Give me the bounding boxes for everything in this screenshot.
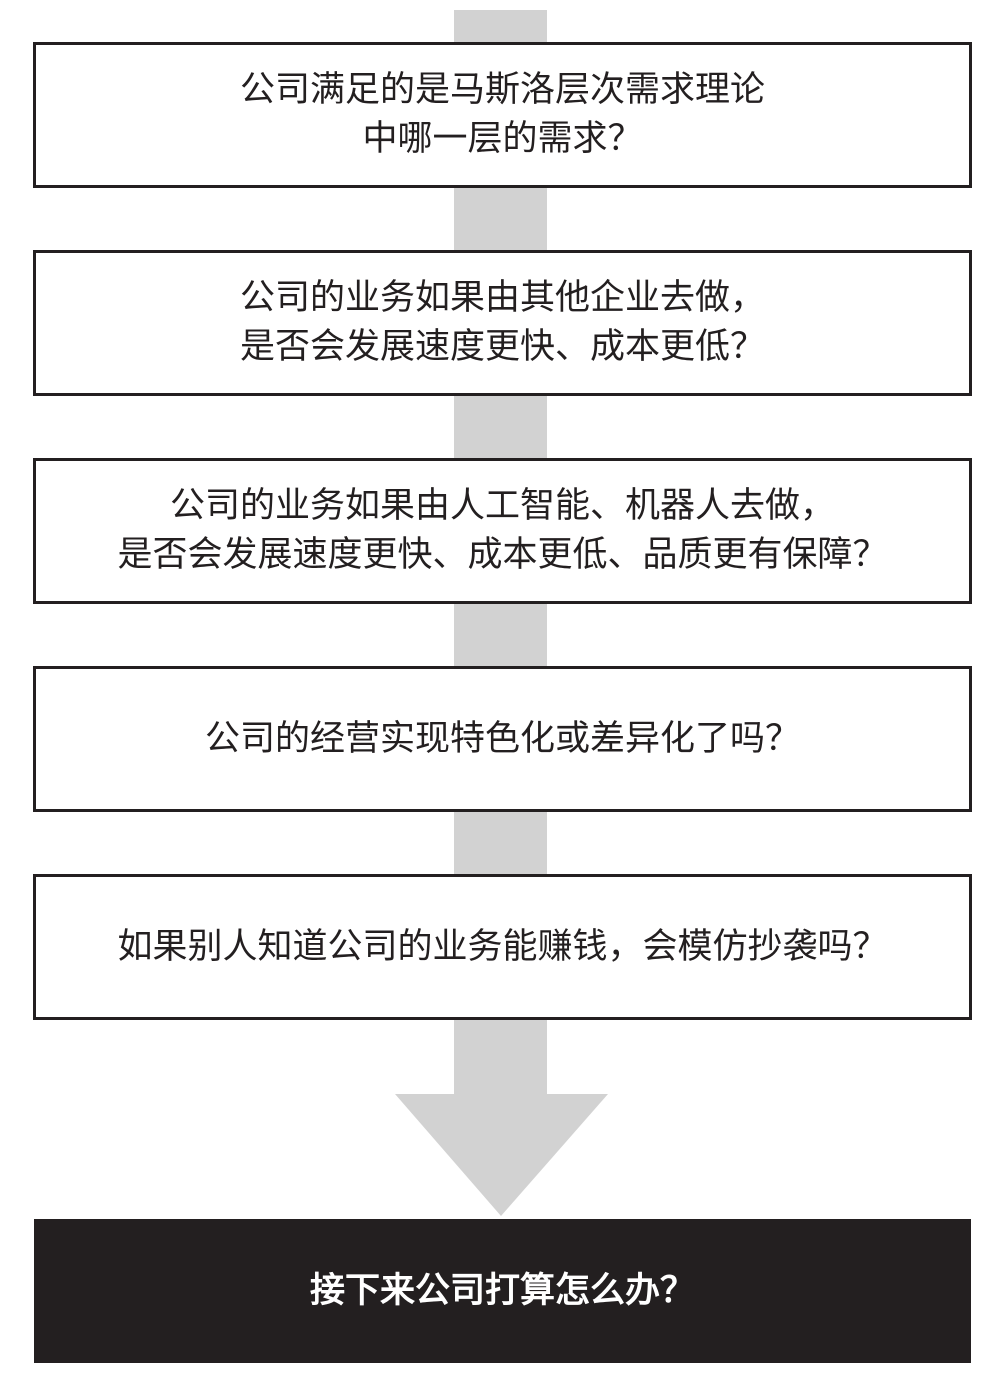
question-box-4: 公司的经营实现特色化或差异化了吗？: [33, 666, 972, 812]
question-text-4: 公司的经营实现特色化或差异化了吗？: [205, 715, 800, 764]
question-2-line-1: 公司的业务如果由其他企业去做，: [239, 278, 765, 318]
question-box-2: 公司的业务如果由其他企业去做， 是否会发展速度更快、成本更低？: [33, 250, 972, 396]
question-box-3: 公司的业务如果由人工智能、机器人去做， 是否会发展速度更快、成本更低、品质更有保…: [33, 458, 972, 604]
question-box-5: 如果别人知道公司的业务能赚钱，会模仿抄袭吗？: [33, 874, 972, 1020]
question-3-line-2: 是否会发展速度更快、成本更低、品质更有保障？: [117, 535, 888, 575]
question-4-line-1: 公司的经营实现特色化或差异化了吗？: [204, 718, 800, 759]
conclusion-box: 接下来公司打算怎么办？: [34, 1219, 971, 1363]
question-1-line-2: 中哪一层的需求？: [362, 119, 643, 159]
question-3-line-1: 公司的业务如果由人工智能、机器人去做，: [169, 486, 835, 526]
question-text-1: 公司满足的是马斯洛层次需求理论 中哪一层的需求？: [240, 66, 765, 164]
question-text-2: 公司的业务如果由其他企业去做， 是否会发展速度更快、成本更低？: [240, 274, 765, 372]
question-2-line-2: 是否会发展速度更快、成本更低？: [239, 327, 765, 367]
question-box-1: 公司满足的是马斯洛层次需求理论 中哪一层的需求？: [33, 42, 972, 188]
question-5-line-1: 如果别人知道公司的业务能赚钱，会模仿抄袭吗？: [117, 926, 888, 967]
question-1-line-1: 公司满足的是马斯洛层次需求理论: [239, 70, 765, 110]
conclusion-text: 接下来公司打算怎么办？: [309, 1270, 695, 1311]
arrowhead-triangle: [395, 1094, 608, 1216]
question-text-5: 如果别人知道公司的业务能赚钱，会模仿抄袭吗？: [117, 923, 887, 972]
question-text-3: 公司的业务如果由人工智能、机器人去做， 是否会发展速度更快、成本更低、品质更有保…: [117, 482, 887, 580]
